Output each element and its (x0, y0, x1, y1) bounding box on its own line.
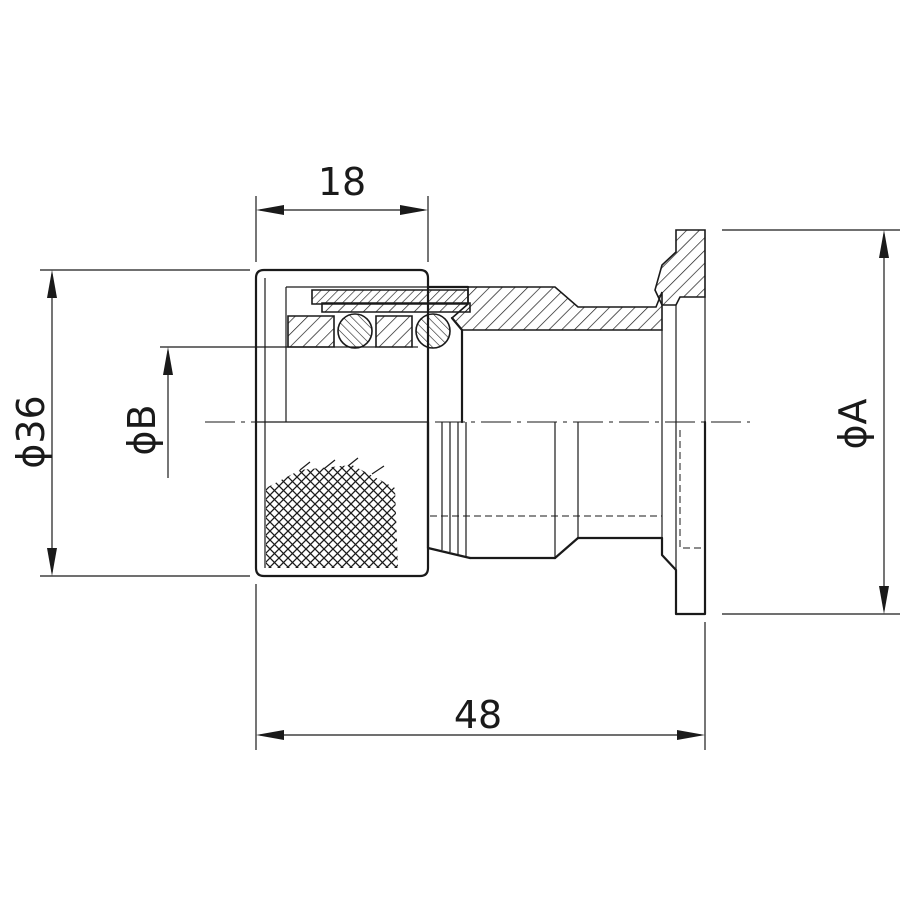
gland-left-section (287, 315, 335, 348)
knurl-pattern (266, 457, 398, 568)
washer-section (321, 302, 471, 313)
dim-label-36: ϕ36 (9, 395, 53, 468)
dim-label-a: ϕA (831, 398, 875, 449)
o-ring-left (337, 313, 373, 349)
dim-label-18: 18 (318, 160, 366, 204)
dim-dia-36: ϕ36 (9, 269, 250, 577)
nut-body (254, 268, 430, 578)
dim-label-b: ϕB (120, 404, 164, 455)
body-section (450, 286, 663, 331)
dim-dia-b: ϕB (120, 346, 330, 478)
body-outline (426, 285, 707, 616)
gland-mid-section (375, 315, 413, 348)
dim-length-48: 48 (255, 584, 706, 750)
hidden-flange-line (679, 430, 705, 549)
flange-section (654, 229, 706, 306)
dim-length-18: 18 (255, 160, 429, 262)
sleeve-section (311, 289, 469, 305)
dim-dia-a: ϕA (722, 229, 900, 615)
o-ring-right (415, 313, 451, 349)
dim-label-48: 48 (454, 693, 502, 737)
